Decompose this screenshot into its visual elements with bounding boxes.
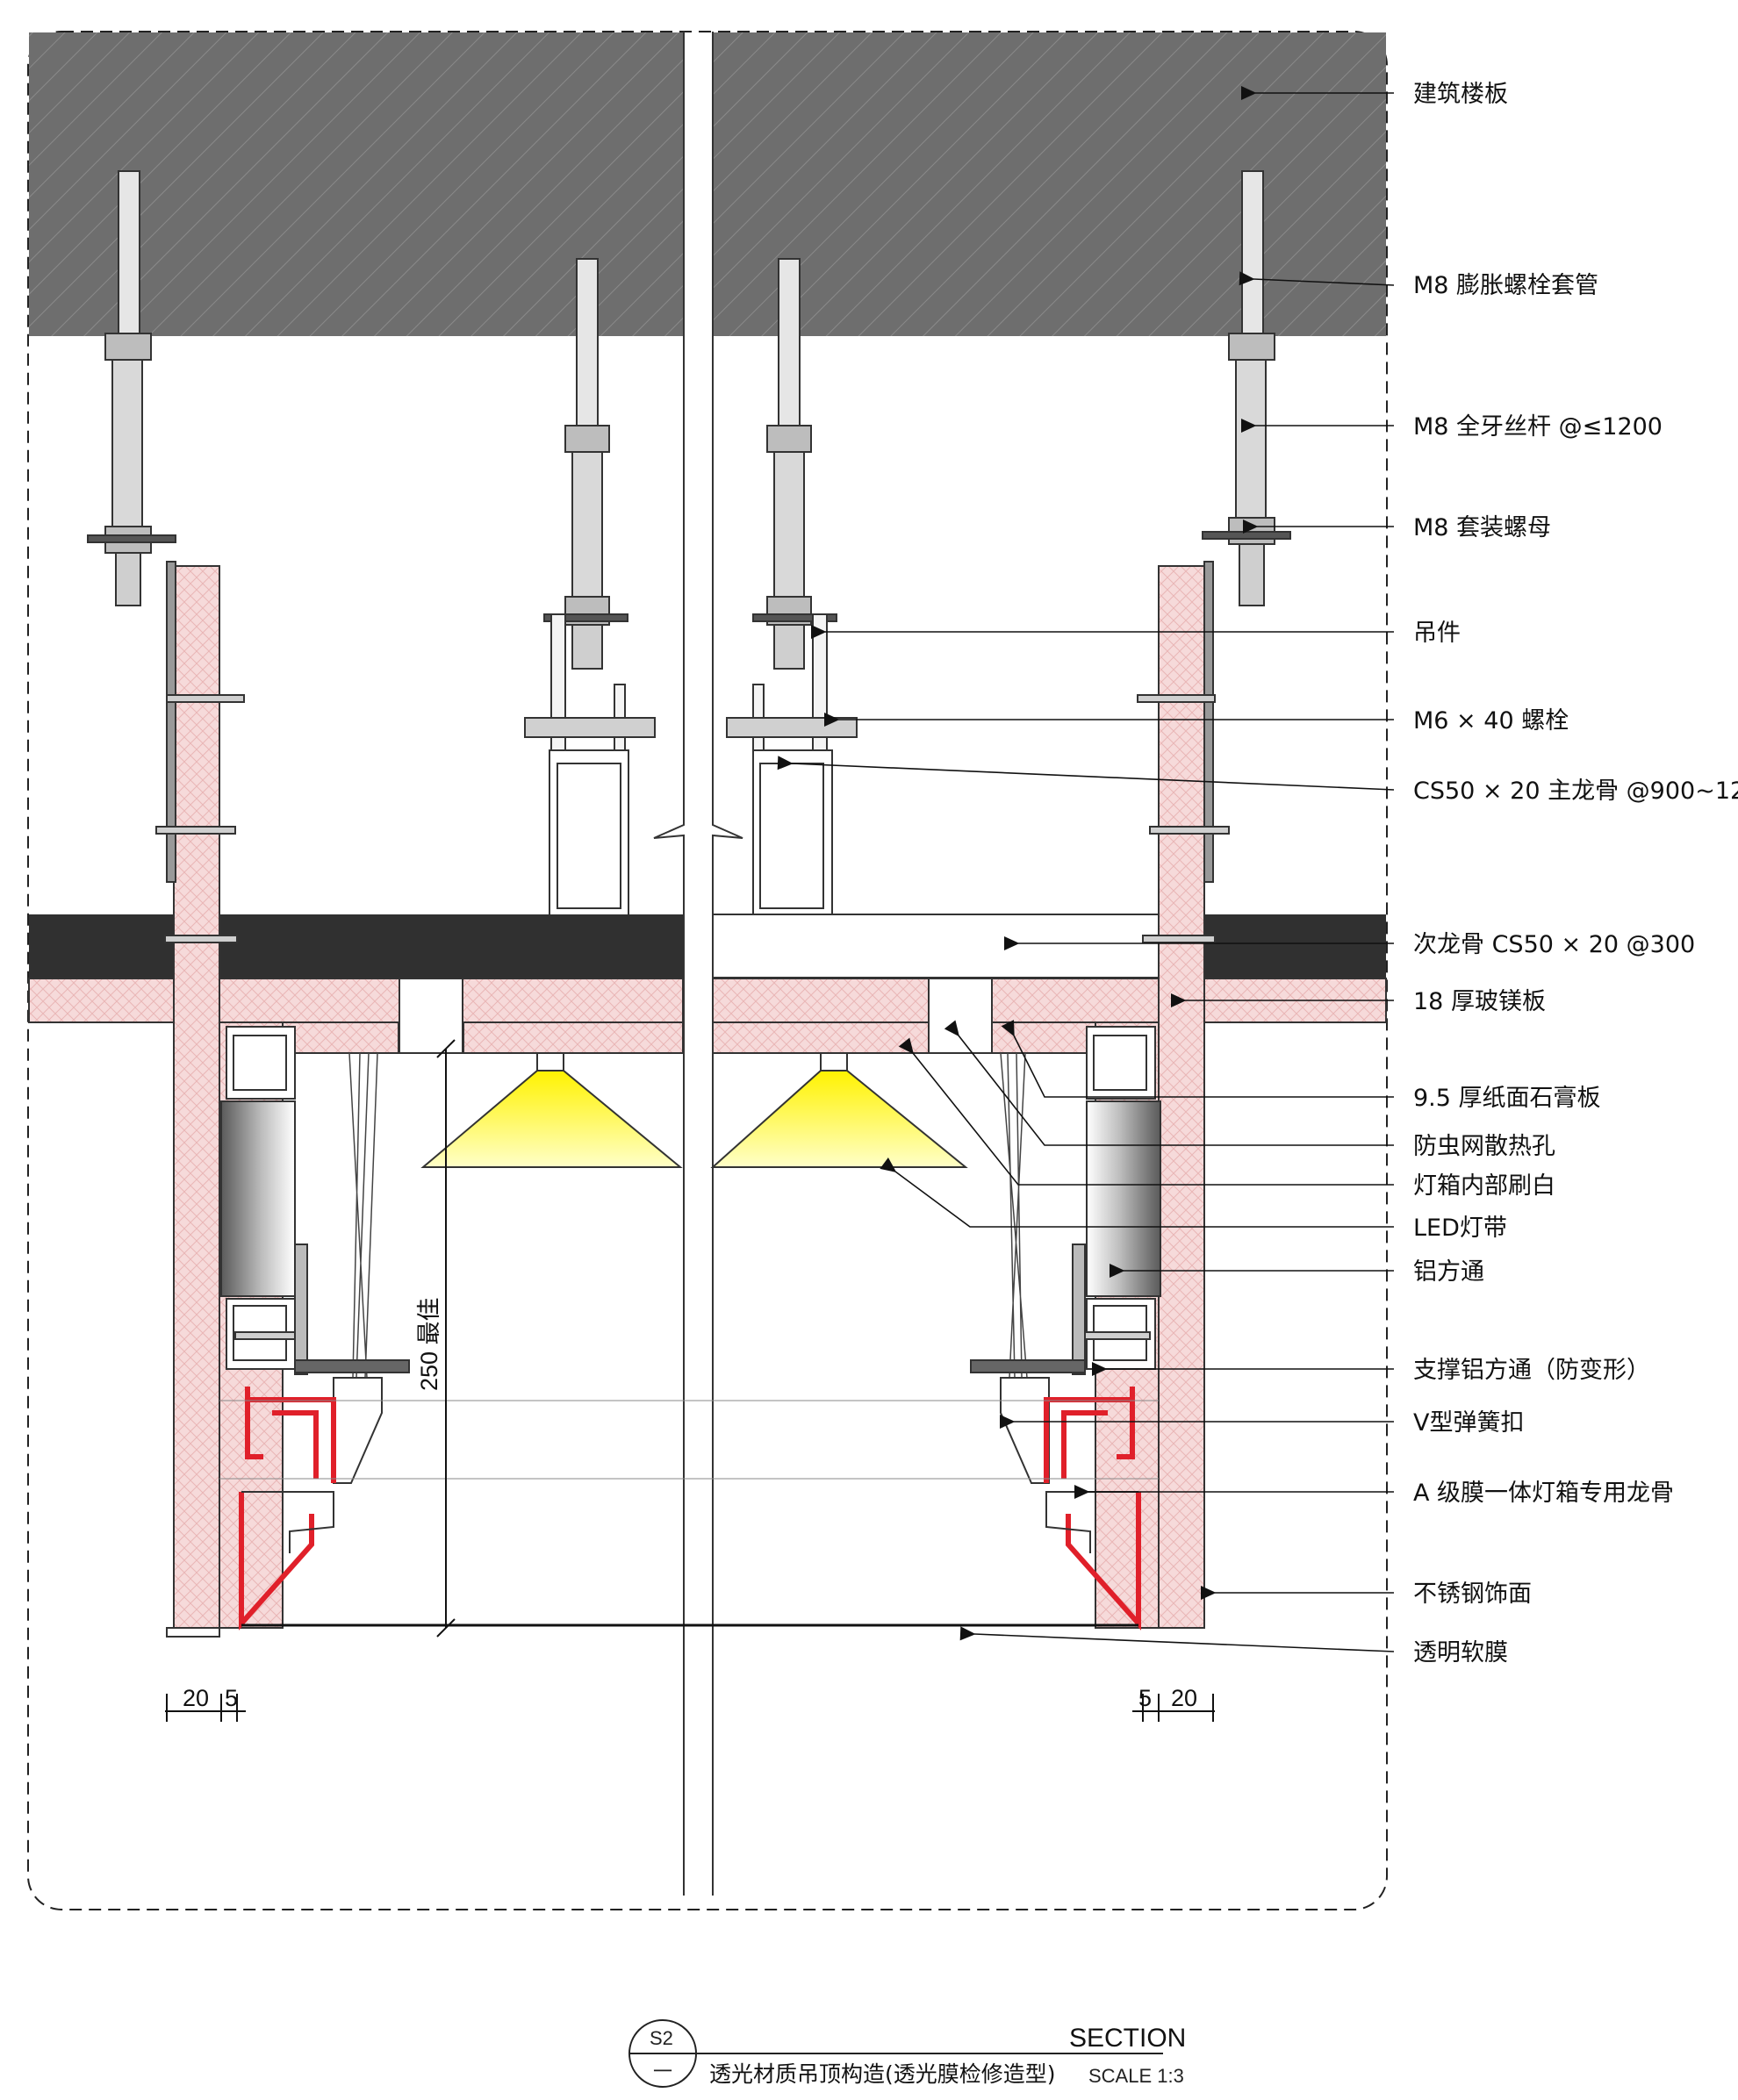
callout-spring-clip: V型弹簧扣 xyxy=(1413,1409,1524,1437)
angle-brackets xyxy=(294,1244,1086,1375)
dim-right-narrow: 5 xyxy=(1138,1685,1152,1711)
callout-mgo-board: 18 厚玻镁板 xyxy=(1413,988,1546,1015)
callout-membrane: 透明软膜 xyxy=(1413,1639,1508,1666)
width-dimensions xyxy=(165,1694,1215,1722)
callout-membrane-keel: A 级膜一体灯箱专用龙骨 xyxy=(1413,1480,1674,1507)
callout-alu-tube: 铝方通 xyxy=(1413,1258,1484,1286)
sub-keel xyxy=(29,914,1386,978)
callout-steel-finish: 不锈钢饰面 xyxy=(1413,1580,1532,1608)
dim-left-wide: 20 xyxy=(183,1685,209,1711)
callout-sleeve: M8 膨胀螺栓套管 xyxy=(1413,272,1598,299)
hanger-rods xyxy=(87,170,1291,670)
height-dimension xyxy=(436,1039,456,1638)
title-tag: S2 xyxy=(650,2027,673,2049)
aluminium-tubes xyxy=(220,1026,1161,1370)
break-line xyxy=(653,32,743,1896)
detail-frame xyxy=(27,31,1388,1910)
callout-support-tube: 支撑铝方通（防变形） xyxy=(1413,1357,1650,1384)
led-strips xyxy=(420,1052,968,1168)
leader-lines xyxy=(777,86,1395,1652)
callout-led: LED灯带 xyxy=(1413,1215,1507,1242)
callout-gypsum: 9.5 厚纸面石膏板 xyxy=(1413,1085,1601,1112)
title-scale: SCALE 1:3 xyxy=(1088,2065,1184,2087)
title-block xyxy=(628,2019,1163,2088)
callout-slab: 建筑楼板 xyxy=(1413,81,1508,108)
callout-bolt: M6 × 40 螺栓 xyxy=(1413,707,1569,735)
callout-hanger: 吊件 xyxy=(1413,620,1461,647)
dim-right-wide: 20 xyxy=(1171,1685,1197,1711)
concrete-slab xyxy=(29,32,1386,336)
suspension-cables xyxy=(348,1052,1028,1379)
mgo-board xyxy=(28,978,1387,1054)
title-section: SECTION xyxy=(1069,2024,1186,2053)
callout-rod: M8 全牙丝杆 @≤1200 xyxy=(1413,413,1663,441)
dim-left-narrow: 5 xyxy=(225,1685,238,1711)
title-text: 透光材质吊顶构造(透光膜检修造型) xyxy=(709,2061,1056,2087)
callout-sub-keel: 次龙骨 CS50 × 20 @300 xyxy=(1413,931,1695,958)
guide-lines xyxy=(219,1400,1159,1480)
spring-clips xyxy=(333,1377,1050,1484)
title-sheet: 一 xyxy=(653,2061,672,2082)
callout-vent: 防虫网散热孔 xyxy=(1413,1133,1555,1160)
callout-main-keel: CS50 × 20 主龙骨 @900~1200 xyxy=(1413,778,1738,805)
keel-profiles xyxy=(241,1491,1138,1553)
callout-paint: 灯箱内部刷白 xyxy=(1413,1172,1555,1200)
height-dimension-label: 250 最佳 xyxy=(416,1297,442,1391)
gypsum-board xyxy=(282,1021,1096,1054)
callout-nut: M8 套装螺母 xyxy=(1413,514,1551,541)
side-boards xyxy=(166,561,1214,1638)
